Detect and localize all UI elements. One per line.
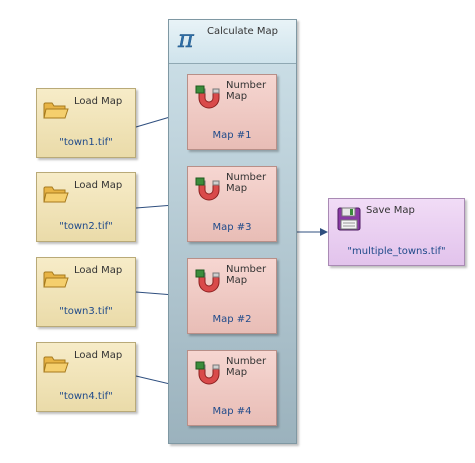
folder-icon — [43, 268, 69, 293]
load-map-title: Load Map — [74, 265, 123, 276]
magnet-icon — [194, 361, 222, 390]
load-map-node-1[interactable]: Load Map "town1.tif" — [36, 88, 136, 158]
number-map-node-3[interactable]: Number Map Map #2 — [187, 258, 277, 334]
magnet-icon — [194, 85, 222, 114]
number-map-label: Map #2 — [212, 314, 252, 325]
folder-icon — [43, 183, 69, 208]
calculate-map-title: Calculate Map — [207, 26, 278, 37]
pi-icon: π — [177, 25, 201, 55]
number-map-label: Map #1 — [212, 130, 252, 141]
save-map-title: Save Map — [366, 205, 415, 216]
magnet-icon — [194, 177, 222, 206]
number-map-title: Number Map — [226, 356, 267, 378]
number-map-node-2[interactable]: Number Map Map #3 — [187, 166, 277, 242]
number-map-node-1[interactable]: Number Map Map #1 — [187, 74, 277, 150]
folder-icon — [43, 99, 69, 124]
load-map-node-4[interactable]: Load Map "town4.tif" — [36, 342, 136, 412]
load-map-filename: "town4.tif" — [59, 391, 113, 402]
calculate-map-header: π Calculate Map — [169, 20, 296, 64]
svg-text:π: π — [177, 26, 195, 52]
load-map-title: Load Map — [74, 96, 123, 107]
load-map-filename: "town1.tif" — [59, 137, 113, 148]
load-map-filename: "town2.tif" — [59, 221, 113, 232]
floppy-disk-icon — [337, 207, 361, 234]
number-map-title: Number Map — [226, 80, 267, 102]
save-map-node[interactable]: Save Map "multiple_towns.tif" — [328, 198, 465, 266]
number-map-title: Number Map — [226, 264, 267, 286]
number-map-label: Map #4 — [212, 406, 252, 417]
number-map-node-4[interactable]: Number Map Map #4 — [187, 350, 277, 426]
load-map-node-3[interactable]: Load Map "town3.tif" — [36, 257, 136, 327]
save-map-filename: "multiple_towns.tif" — [347, 246, 446, 257]
load-map-node-2[interactable]: Load Map "town2.tif" — [36, 172, 136, 242]
load-map-title: Load Map — [74, 180, 123, 191]
load-map-filename: "town3.tif" — [59, 306, 113, 317]
number-map-label: Map #3 — [212, 222, 252, 233]
magnet-icon — [194, 269, 222, 298]
folder-icon — [43, 353, 69, 378]
number-map-title: Number Map — [226, 172, 267, 194]
load-map-title: Load Map — [74, 350, 123, 361]
